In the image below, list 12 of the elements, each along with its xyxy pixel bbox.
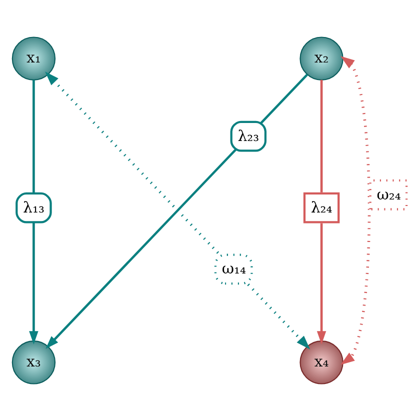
edge-label: ω₁₄ <box>222 259 246 278</box>
node-circle: x₄ <box>300 340 344 384</box>
node-circle: x₁ <box>12 36 56 80</box>
node-circle: x₂ <box>300 36 344 80</box>
edge-label: ω₂₄ <box>376 184 401 203</box>
edge-label: λ₂₄ <box>310 198 332 216</box>
arrow <box>340 56 371 364</box>
edge-label: λ₁₃ <box>23 198 44 216</box>
arrow <box>29 79 38 344</box>
edge-label: λ₂₃ <box>238 126 260 144</box>
arrow <box>316 79 326 344</box>
node-circle: x₃ <box>12 340 56 384</box>
